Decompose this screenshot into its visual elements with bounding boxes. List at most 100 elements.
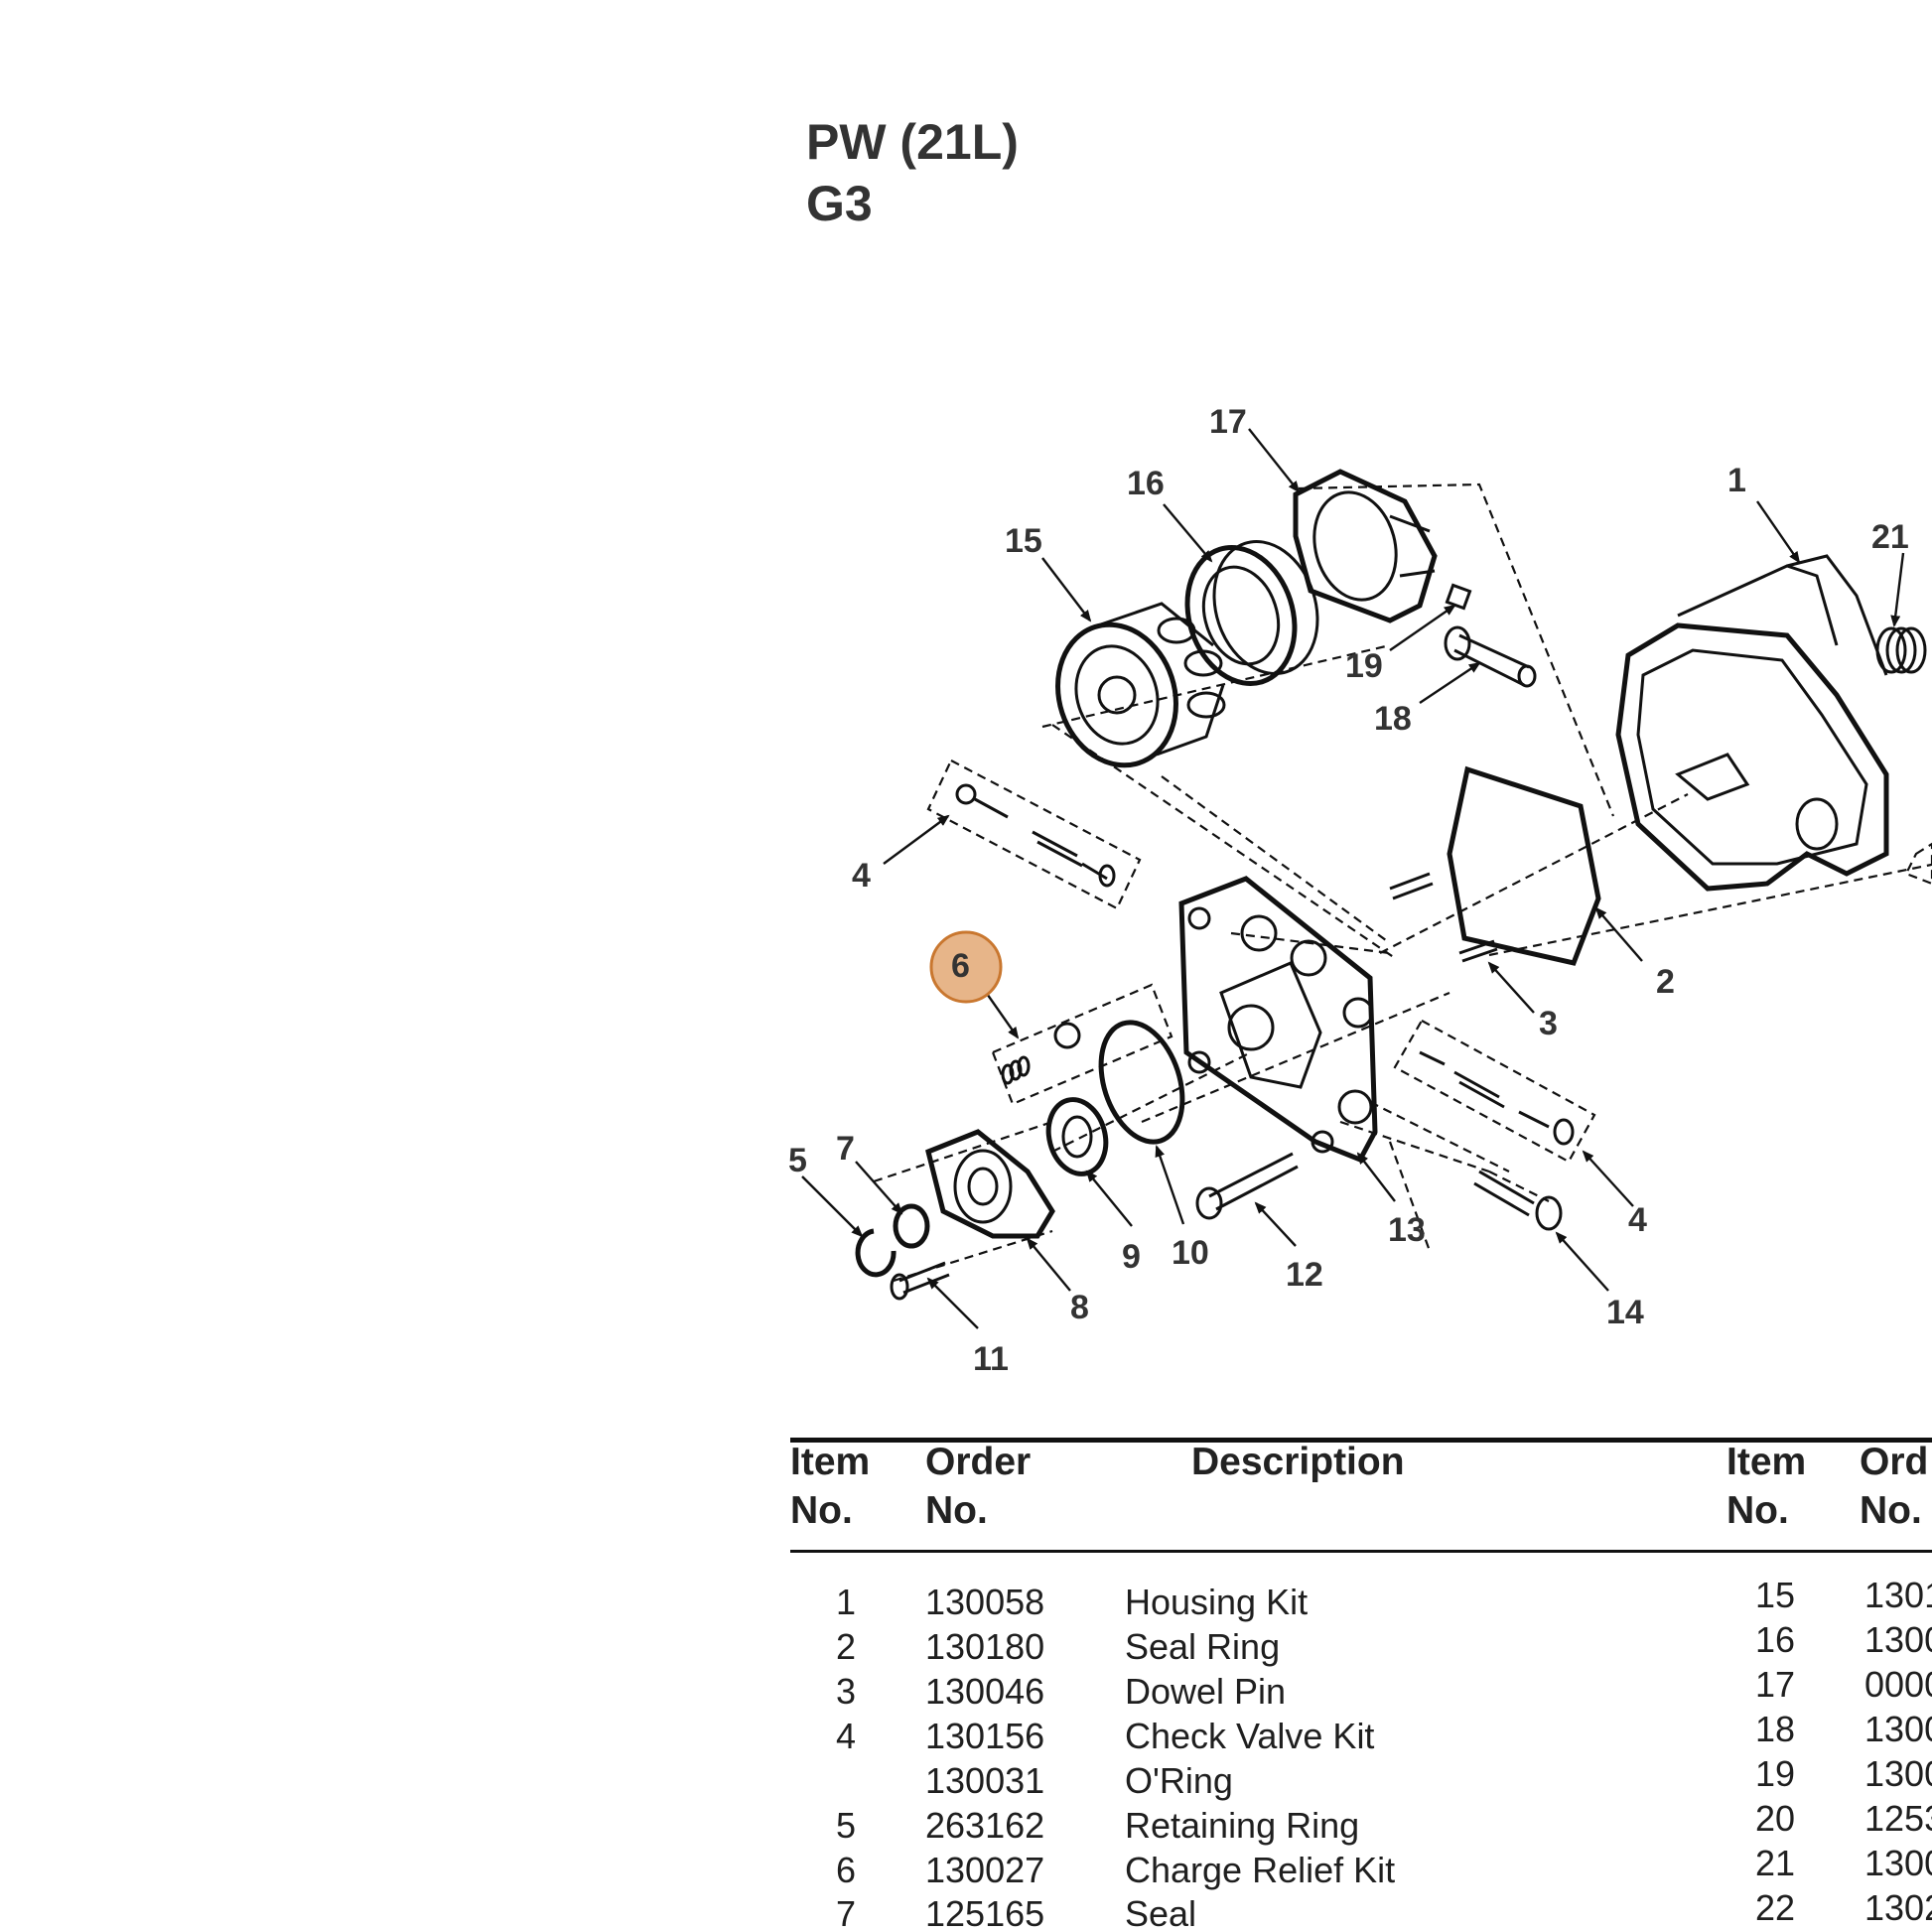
- row-order-no: 1300: [1864, 1843, 1932, 1883]
- callout-1: 1: [1727, 462, 1746, 499]
- part-seal-ring: [1447, 765, 1601, 966]
- assembly-guide-lines: [873, 483, 1932, 1283]
- check-valve-kit-box-upper: [926, 759, 1142, 910]
- part-bolt-large: [1195, 1152, 1299, 1220]
- header-order-no: Order No.: [925, 1441, 1032, 1532]
- row-item-no: 4: [835, 1716, 856, 1756]
- row-item-no: 5: [835, 1805, 856, 1846]
- table-top-rule: [790, 1438, 1932, 1443]
- callout-2: 2: [1656, 963, 1675, 1001]
- row-description: Seal Ring: [1125, 1626, 1281, 1667]
- part-thrust-plate: [1184, 540, 1319, 686]
- part-retaining-ring: [855, 1228, 897, 1278]
- callout-12: 12: [1286, 1256, 1323, 1294]
- callout-7: 7: [836, 1130, 855, 1168]
- row-item-no: 6: [835, 1850, 856, 1890]
- part-relief-valve: [1473, 1170, 1563, 1231]
- page-title-model: PW (21L): [806, 114, 1019, 170]
- row-order-no: 1300: [1864, 1753, 1932, 1794]
- page-title-variant: G3: [806, 176, 873, 231]
- row-order-no: 263162: [925, 1805, 1045, 1846]
- table-header-rule: [790, 1550, 1932, 1553]
- row-item-no: 17: [1754, 1664, 1795, 1705]
- callout-13: 13: [1388, 1211, 1426, 1249]
- row-order-no: 130180: [925, 1626, 1045, 1667]
- row-item-no: 1: [835, 1582, 856, 1622]
- callout-labels: 17 16 15 1 21 19 18 4 6 2 3 4 5 7 9 10 1…: [788, 403, 1909, 1378]
- highlight-marker[interactable]: [929, 930, 1003, 1004]
- row-item-no: 20: [1754, 1798, 1795, 1839]
- row-description: Charge Relief Kit: [1125, 1850, 1396, 1890]
- callout-19: 19: [1345, 647, 1383, 685]
- row-order-no: 1300: [1864, 1709, 1932, 1749]
- row-order-no: 125165: [925, 1893, 1045, 1932]
- part-check-valve-upper: [955, 783, 1116, 888]
- callout-8: 8: [1070, 1289, 1089, 1326]
- row-order-no: 130046: [925, 1671, 1045, 1712]
- row-description: O'Ring: [1125, 1760, 1233, 1801]
- header-item-no: Item No.: [790, 1441, 871, 1532]
- row-item-no: 3: [835, 1671, 856, 1712]
- charge-relief-kit-box: [991, 983, 1173, 1106]
- header-description: Description: [1191, 1441, 1405, 1483]
- callout-6: 6: [951, 947, 970, 985]
- callout-18: 18: [1374, 700, 1412, 738]
- row-order-no: 1301: [1864, 1575, 1932, 1615]
- part-key: [1445, 583, 1472, 611]
- row-item-no: 15: [1754, 1575, 1795, 1615]
- row-description: Seal: [1125, 1893, 1197, 1932]
- part-cylinder-block: [1055, 602, 1226, 768]
- part-swashplate: [1293, 469, 1438, 623]
- row-order-no: 1253: [1864, 1798, 1932, 1839]
- row-item-no: 16: [1754, 1619, 1795, 1660]
- part-charge-relief: [1001, 1022, 1081, 1085]
- part-gerotor: [1045, 1097, 1109, 1176]
- callout-4-upper: 4: [852, 857, 871, 895]
- callout-14: 14: [1606, 1294, 1644, 1331]
- kit-box-edge: [1904, 842, 1932, 886]
- row-order-no: 130156: [925, 1716, 1045, 1756]
- row-item-no: 22: [1754, 1887, 1795, 1928]
- row-description: Housing Kit: [1125, 1582, 1309, 1622]
- part-spring: [1875, 626, 1927, 674]
- callout-11: 11: [973, 1340, 1009, 1378]
- callout-10: 10: [1172, 1234, 1209, 1272]
- row-description: Check Valve Kit: [1125, 1716, 1375, 1756]
- row-order-no: 1300: [1864, 1619, 1932, 1660]
- row-item-no: 2: [835, 1626, 856, 1667]
- row-description: Dowel Pin: [1125, 1671, 1287, 1712]
- callout-17: 17: [1209, 403, 1247, 441]
- part-o-ring: [1098, 1020, 1185, 1145]
- row-item-no: 18: [1754, 1709, 1795, 1749]
- callout-leaders: [801, 428, 1905, 1329]
- callout-21: 21: [1871, 518, 1909, 556]
- callout-4-lower: 4: [1628, 1201, 1647, 1239]
- callout-5: 5: [788, 1142, 807, 1179]
- row-item-no: 19: [1754, 1753, 1795, 1794]
- part-dowel-pins: [1389, 872, 1498, 963]
- part-front-cover: [925, 1129, 1055, 1239]
- row-item-no: 7: [835, 1893, 856, 1932]
- check-valve-kit-box-lower: [1393, 1019, 1596, 1164]
- callout-3: 3: [1539, 1005, 1558, 1042]
- row-item-no: 21: [1754, 1843, 1795, 1883]
- callout-15: 15: [1005, 522, 1042, 560]
- part-end-cap: [1178, 876, 1378, 1164]
- callout-9: 9: [1122, 1238, 1141, 1276]
- row-description: Retaining Ring: [1125, 1805, 1360, 1846]
- part-shaft: [1444, 625, 1537, 688]
- header-order-no-right: Ord No.: [1860, 1441, 1929, 1532]
- part-housing: [1615, 554, 1889, 892]
- row-order-no: 130031: [925, 1760, 1045, 1801]
- part-seal: [893, 1203, 930, 1249]
- row-order-no: 130058: [925, 1582, 1045, 1622]
- part-bolt-small: [890, 1261, 950, 1301]
- part-check-valve-lower: [1419, 1050, 1575, 1146]
- row-order-no: 130027: [925, 1850, 1045, 1890]
- header-item-no-right: Item No.: [1726, 1441, 1807, 1532]
- row-order-no: 0000: [1864, 1664, 1932, 1705]
- callout-16: 16: [1127, 465, 1165, 502]
